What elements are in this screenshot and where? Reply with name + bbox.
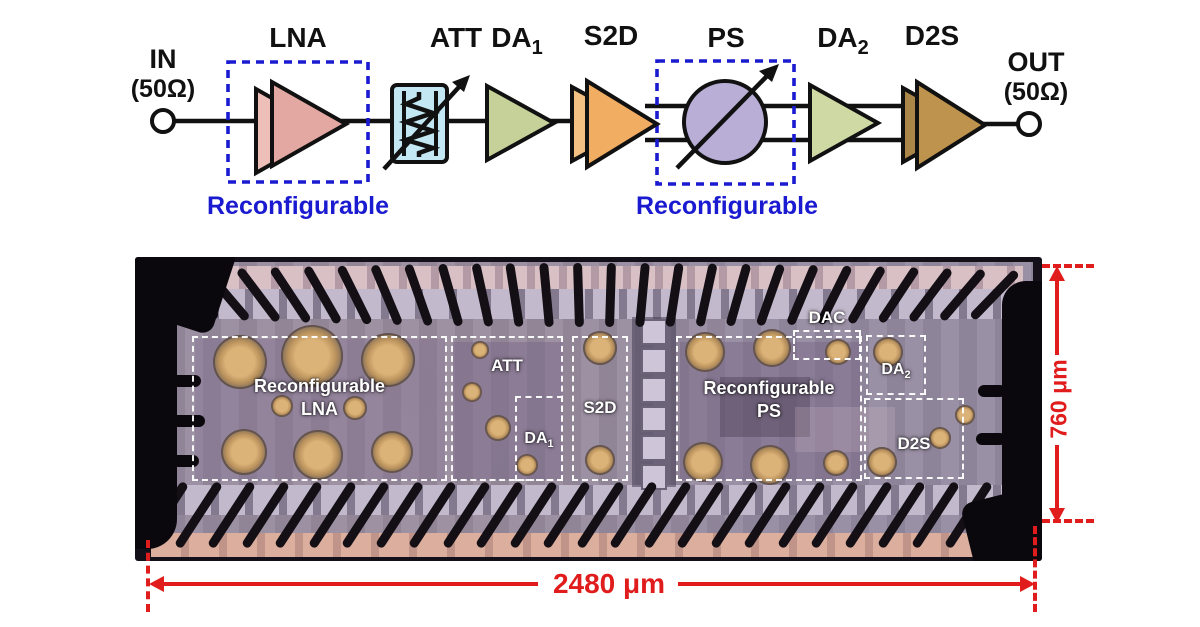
s2d-amp-front (585, 77, 661, 171)
chip-right-stub (978, 385, 1006, 397)
d2s-amp-front (915, 78, 989, 172)
chip-label-att: ATT (491, 356, 523, 375)
inductor-pad (929, 427, 951, 449)
chip-region-s2d (572, 336, 628, 481)
chip-left-bond-area (135, 273, 177, 549)
da1-amp (485, 82, 559, 164)
inductor-pad (516, 454, 538, 476)
chip-label-da2: DA2 (881, 361, 911, 382)
chip-label-lna: Reconfigurable LNA (253, 376, 386, 419)
input-terminal (150, 108, 176, 134)
dim-width-tick-right (1033, 526, 1037, 612)
dim-height-tick-top (1042, 264, 1094, 268)
inductor-pad (462, 382, 482, 402)
inductor-pad (361, 333, 415, 387)
ps-label: PS (707, 22, 744, 53)
inductor-pad (825, 339, 851, 365)
dim-height-label: 760 μm (1045, 359, 1072, 439)
chip-label-d2s: D2S (897, 434, 931, 453)
dim-width-arrowhead-left (149, 576, 164, 592)
chip-left-stub (171, 415, 205, 427)
dim-height-arrowhead-bottom (1049, 508, 1065, 523)
da2-label: DA2 (817, 22, 869, 59)
inductor-pad (585, 445, 615, 475)
chip-region-lna (192, 336, 447, 481)
reconfigurable-label-ps: Reconfigurable (636, 192, 818, 220)
ps-variable-arrow-head (759, 64, 779, 82)
inductor-pad (371, 431, 413, 473)
chip-region-dac (793, 330, 861, 360)
inductor-pad (343, 396, 367, 420)
chip-circuit-block (453, 342, 563, 480)
inductor-pad (685, 332, 725, 372)
input-impedance: (50Ω) (131, 75, 196, 103)
inductor-pad (867, 447, 897, 477)
dim-height-arrowhead-top (1049, 266, 1065, 281)
inductor-pad (271, 395, 293, 417)
input-label: IN (150, 44, 177, 74)
s2d-label: S2D (584, 20, 638, 51)
chip-region-d2s (864, 398, 964, 479)
inductor-pad (485, 415, 511, 441)
lna-label: LNA (269, 22, 327, 53)
chip-region-da1 (515, 396, 563, 481)
inductor-pad (471, 341, 489, 359)
lna-amp-front (270, 78, 351, 170)
inductor-pad (293, 430, 343, 480)
dim-height-tick-bottom (1042, 519, 1094, 523)
att-variable-arrow-head (452, 75, 470, 92)
dim-width-arrow-line-right (678, 582, 1026, 586)
dim-height-arrow-line-bottom (1055, 445, 1059, 521)
inductor-pad (213, 335, 267, 389)
output-label: OUT (1008, 47, 1066, 77)
dim-width-tick-left (146, 540, 150, 612)
dim-width-arrow-line-left (158, 582, 538, 586)
chip-label-dac: DAC (808, 308, 846, 327)
inductor-pad (281, 325, 343, 387)
inductor-pad (683, 442, 723, 482)
dim-width-arrowhead-right (1020, 576, 1035, 592)
center-pad (641, 348, 667, 374)
chip-circuit-block (795, 407, 895, 452)
att-resistor-zigzag (398, 92, 441, 157)
reconfigurable-box-lna (226, 60, 370, 184)
reconfigurable-box-ps (655, 59, 796, 186)
inductor-pad (955, 405, 975, 425)
output-terminal (1016, 111, 1042, 137)
ps-variable-arrow-line (675, 74, 769, 170)
bond-wire-top (573, 262, 584, 328)
d2s-label: D2S (905, 20, 959, 51)
dim-width-label: 2480 μm (552, 568, 666, 599)
reconfigurable-label-lna: Reconfigurable (207, 192, 389, 220)
center-pad (641, 435, 667, 461)
chip-label-da1: DA1 (524, 430, 554, 451)
center-pad (641, 319, 667, 345)
rf-chain-block-diagram: IN (50Ω) LNA ATT DA1 S2D PS DA2 D2S OUT … (131, 20, 1069, 220)
inductor-pad (823, 450, 849, 476)
inductor-pad (750, 445, 790, 485)
chip-circuit-block (720, 377, 810, 437)
att-variable-arrow-line (382, 85, 461, 171)
chip-micrograph: Reconfigurable LNA ATT DA1 S2D Reconfigu… (135, 257, 1042, 561)
chip-region-ps (676, 336, 862, 481)
center-pad (641, 406, 667, 432)
att-label: ATT (430, 22, 482, 53)
chip-right-stub (976, 433, 1006, 445)
chip-label-ps: Reconfigurable PS (703, 378, 835, 421)
inductor-pad (221, 429, 267, 475)
inductor-pad (753, 329, 791, 367)
center-pad (641, 377, 667, 403)
da2-amp (808, 81, 883, 165)
inductor-pad (873, 337, 903, 367)
chip-label-s2d: S2D (583, 398, 617, 417)
dim-height-arrow-line-top (1055, 275, 1059, 355)
output-impedance: (50Ω) (1004, 78, 1069, 106)
chip-region-da2 (866, 335, 926, 395)
da1-label: DA1 (491, 22, 543, 59)
